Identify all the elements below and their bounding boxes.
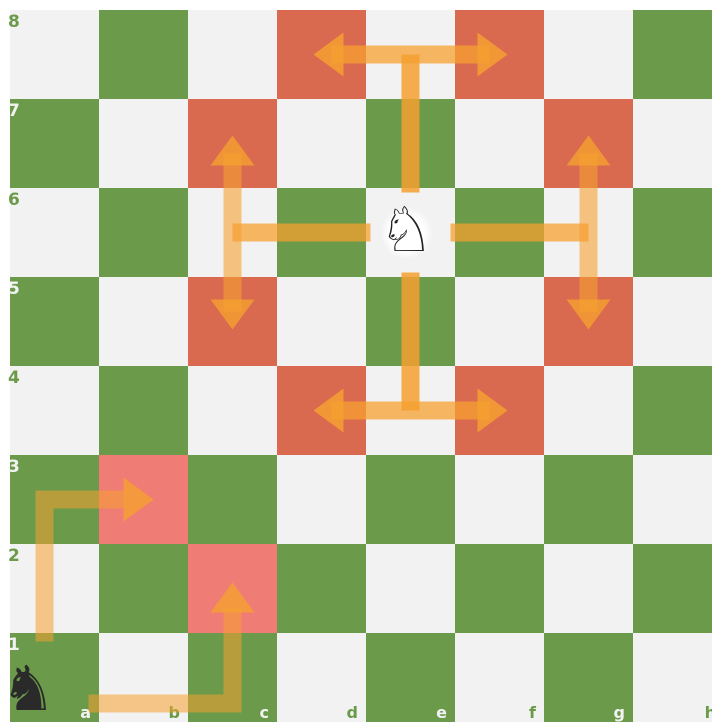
square-b6[interactable] bbox=[99, 188, 188, 277]
square-g3[interactable] bbox=[544, 455, 633, 544]
square-c1[interactable]: c bbox=[188, 633, 277, 722]
square-d6[interactable] bbox=[277, 188, 366, 277]
rank-label: 2 bbox=[8, 548, 20, 565]
board-margin bbox=[455, 0, 544, 10]
board-margin bbox=[99, 0, 188, 10]
file-label: h bbox=[705, 705, 712, 721]
square-d7[interactable] bbox=[277, 99, 366, 188]
square-c3[interactable] bbox=[188, 455, 277, 544]
square-b8[interactable] bbox=[99, 10, 188, 99]
square-e4[interactable] bbox=[366, 366, 455, 455]
square-f5[interactable] bbox=[455, 277, 544, 366]
square-a5[interactable]: 5 bbox=[10, 277, 99, 366]
square-h8[interactable] bbox=[633, 10, 712, 99]
square-b2[interactable] bbox=[99, 544, 188, 633]
square-h6[interactable] bbox=[633, 188, 712, 277]
square-a3[interactable]: 3 bbox=[10, 455, 99, 544]
square-g7[interactable] bbox=[544, 99, 633, 188]
square-c7[interactable] bbox=[188, 99, 277, 188]
square-h7[interactable] bbox=[633, 99, 712, 188]
square-b1[interactable]: b bbox=[99, 633, 188, 722]
square-h5[interactable] bbox=[633, 277, 712, 366]
square-g1[interactable]: g bbox=[544, 633, 633, 722]
square-c2[interactable] bbox=[188, 544, 277, 633]
square-c4[interactable] bbox=[188, 366, 277, 455]
board-margin bbox=[633, 0, 712, 10]
file-label: a bbox=[80, 705, 91, 721]
square-d3[interactable] bbox=[277, 455, 366, 544]
board-margin bbox=[10, 0, 99, 10]
rank-label: 5 bbox=[8, 281, 20, 298]
square-f7[interactable] bbox=[455, 99, 544, 188]
square-b7[interactable] bbox=[99, 99, 188, 188]
rank-label: 3 bbox=[8, 459, 20, 476]
rank-label: 7 bbox=[8, 103, 20, 120]
square-c6[interactable] bbox=[188, 188, 277, 277]
square-f6[interactable] bbox=[455, 188, 544, 277]
square-d2[interactable] bbox=[277, 544, 366, 633]
square-f4[interactable] bbox=[455, 366, 544, 455]
board-margin bbox=[277, 0, 366, 10]
square-a7[interactable]: 7 bbox=[10, 99, 99, 188]
square-e5[interactable] bbox=[366, 277, 455, 366]
square-e1[interactable]: e bbox=[366, 633, 455, 722]
board-margin bbox=[188, 0, 277, 10]
square-g5[interactable] bbox=[544, 277, 633, 366]
board-margin bbox=[0, 0, 10, 10]
square-g4[interactable] bbox=[544, 366, 633, 455]
square-g8[interactable] bbox=[544, 10, 633, 99]
square-h3[interactable] bbox=[633, 455, 712, 544]
square-e3[interactable] bbox=[366, 455, 455, 544]
square-b5[interactable] bbox=[99, 277, 188, 366]
file-label: e bbox=[436, 705, 447, 721]
square-c8[interactable] bbox=[188, 10, 277, 99]
white-knight-icon[interactable]: ♘ bbox=[379, 199, 435, 261]
file-label: b bbox=[169, 705, 180, 721]
square-e7[interactable] bbox=[366, 99, 455, 188]
square-d5[interactable] bbox=[277, 277, 366, 366]
square-h2[interactable] bbox=[633, 544, 712, 633]
square-g6[interactable] bbox=[544, 188, 633, 277]
file-label: c bbox=[260, 705, 269, 721]
square-e8[interactable] bbox=[366, 10, 455, 99]
square-a4[interactable]: 4 bbox=[10, 366, 99, 455]
square-a8[interactable]: 8 bbox=[10, 10, 99, 99]
square-d4[interactable] bbox=[277, 366, 366, 455]
file-label: g bbox=[614, 705, 625, 721]
rank-label: 8 bbox=[8, 14, 20, 31]
rank-label: 6 bbox=[8, 192, 20, 209]
board-margin bbox=[366, 0, 455, 10]
square-f8[interactable] bbox=[455, 10, 544, 99]
square-d1[interactable]: d bbox=[277, 633, 366, 722]
square-e2[interactable] bbox=[366, 544, 455, 633]
file-label: f bbox=[529, 705, 536, 721]
square-b4[interactable] bbox=[99, 366, 188, 455]
square-a6[interactable]: 6 bbox=[10, 188, 99, 277]
black-knight-icon[interactable]: ♞ bbox=[1, 658, 57, 720]
board-margin bbox=[544, 0, 633, 10]
square-f1[interactable]: f bbox=[455, 633, 544, 722]
square-a2[interactable]: 2 bbox=[10, 544, 99, 633]
square-f2[interactable] bbox=[455, 544, 544, 633]
square-d8[interactable] bbox=[277, 10, 366, 99]
square-h1[interactable]: h bbox=[633, 633, 712, 722]
square-f3[interactable] bbox=[455, 455, 544, 544]
square-b3[interactable] bbox=[99, 455, 188, 544]
file-label: d bbox=[347, 705, 358, 721]
square-h4[interactable] bbox=[633, 366, 712, 455]
square-g2[interactable] bbox=[544, 544, 633, 633]
rank-label: 4 bbox=[8, 370, 20, 387]
square-c5[interactable] bbox=[188, 277, 277, 366]
